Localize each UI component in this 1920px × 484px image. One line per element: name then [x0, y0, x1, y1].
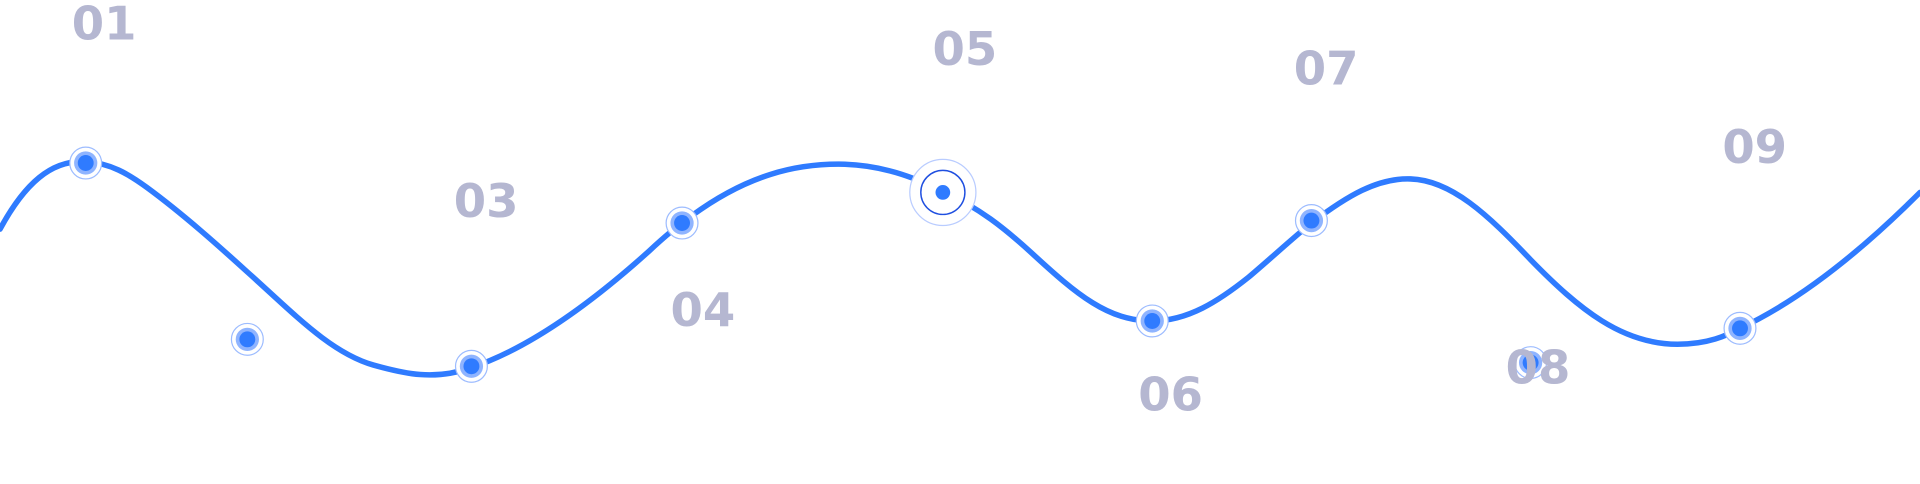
step-marker-06[interactable]: [1135, 304, 1169, 338]
step-marker-03[interactable]: [454, 349, 488, 383]
step-marker-07[interactable]: [1294, 204, 1328, 238]
step-marker-02[interactable]: [230, 322, 264, 356]
step-label-08: 08: [1506, 340, 1571, 394]
step-label-05: 05: [933, 22, 998, 76]
step-marker-08[interactable]: [1514, 346, 1548, 380]
step-label-04: 04: [670, 283, 735, 337]
step-marker-04[interactable]: [665, 206, 699, 240]
step-marker-01[interactable]: [69, 146, 103, 180]
step-label-01: 01: [72, 0, 137, 50]
step-label-07: 07: [1294, 42, 1359, 96]
step-marker-09[interactable]: [1723, 311, 1757, 345]
step-marker-05[interactable]: [909, 158, 977, 227]
step-label-06: 06: [1138, 367, 1203, 421]
step-label-03: 03: [454, 174, 519, 228]
step-label-09: 09: [1722, 120, 1787, 174]
